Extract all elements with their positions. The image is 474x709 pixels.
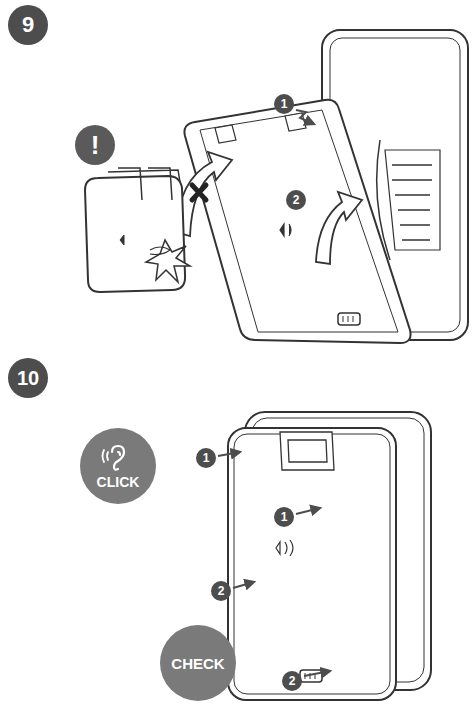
check-badge: CHECK — [160, 625, 236, 701]
badge-text: 9 — [22, 12, 34, 38]
badge-text: ! — [91, 130, 100, 161]
callout-number: 1 — [274, 507, 294, 527]
callout-number: 1 — [274, 94, 294, 114]
badge-text: CHECK — [171, 655, 224, 672]
callout-number: 2 — [286, 190, 306, 210]
step9-front-cover — [184, 100, 410, 343]
callout-number: 2 — [211, 581, 231, 601]
ear-icon — [98, 443, 138, 473]
badge-text: 10 — [17, 367, 39, 390]
warning-badge: ! — [75, 125, 115, 165]
curved-arrows — [176, 152, 362, 264]
step10-leader-arrows — [218, 452, 330, 676]
step-number: 10 — [8, 358, 48, 398]
callout-number: 2 — [282, 671, 302, 691]
step-number: 9 — [8, 5, 48, 45]
step10-device — [228, 412, 431, 700]
callout-number: 1 — [196, 448, 216, 468]
badge-text: CLICK — [97, 474, 140, 490]
click-badge: CLICK — [80, 428, 156, 504]
step9-leader-arrows — [296, 110, 314, 124]
cross-mark — [192, 185, 206, 200]
small-cover-wrong — [85, 168, 190, 292]
